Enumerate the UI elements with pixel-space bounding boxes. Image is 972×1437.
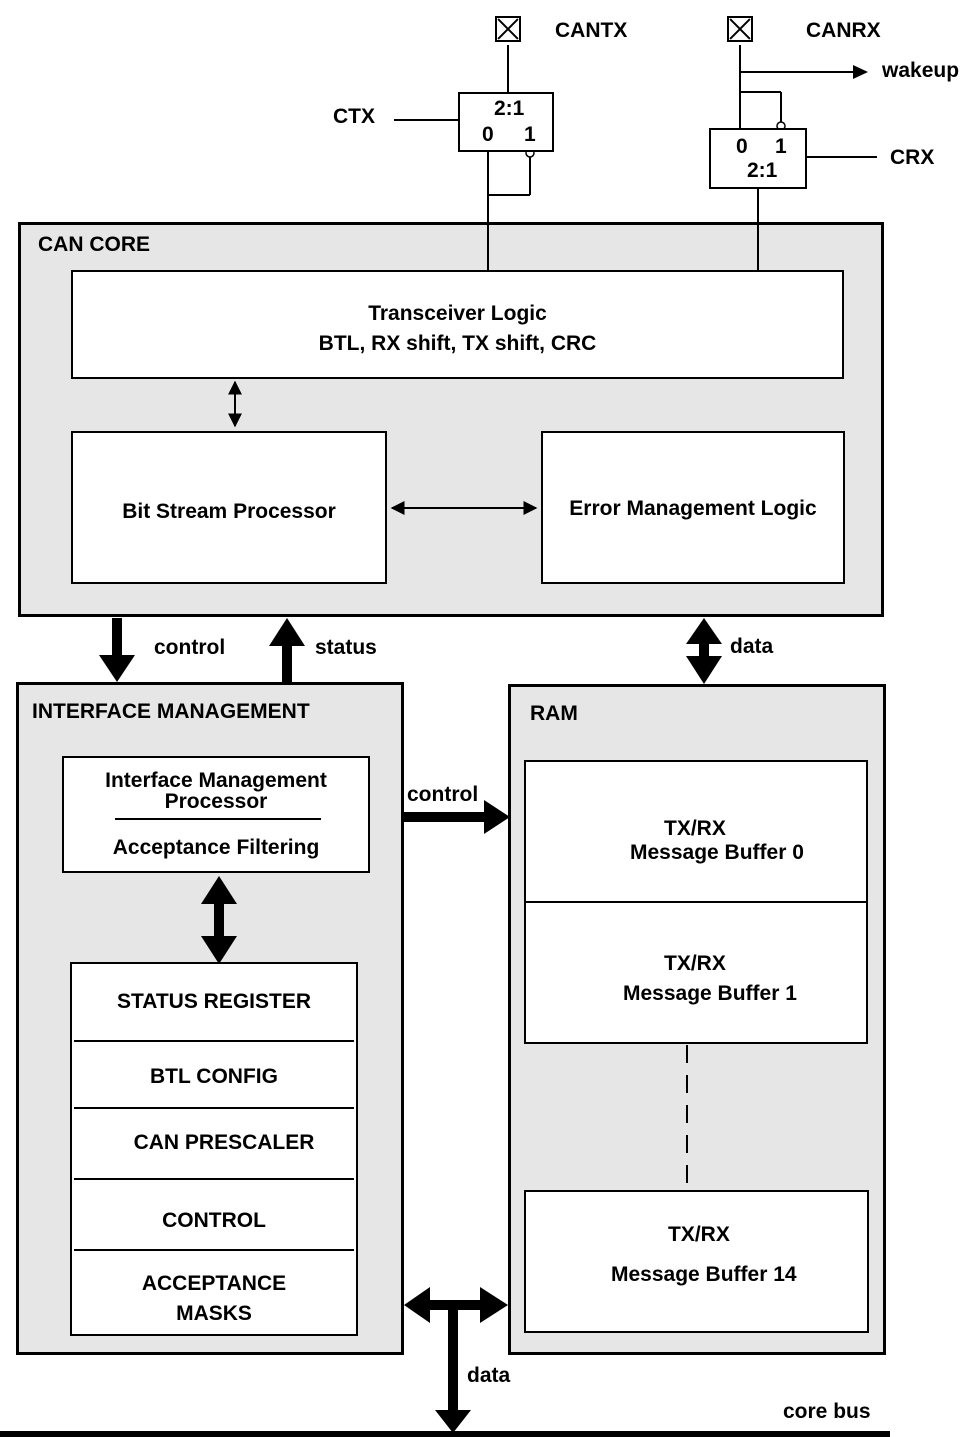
acceptance-masks-label-line1: ACCEPTANCE	[141, 1272, 287, 1295]
buffer-1-line2: Message Buffer 1	[623, 982, 797, 1005]
rx-mux-input-1: 1	[775, 135, 787, 158]
register-divider	[74, 1040, 354, 1042]
core-bus-label: core bus	[783, 1400, 871, 1423]
processor-line2: Processor	[164, 790, 268, 813]
tx-mux-input-0: 0	[482, 123, 494, 146]
bit-stream-processor-label: Bit Stream Processor	[122, 500, 336, 523]
register-divider	[74, 1107, 354, 1109]
interface-processor-box: Interface Management Processor Acceptanc…	[62, 756, 370, 873]
btl-config-label: BTL CONFIG	[150, 1065, 278, 1088]
buffer-14-line2: Message Buffer 14	[611, 1263, 797, 1286]
register-divider	[74, 1178, 354, 1180]
status-up-label: status	[315, 636, 377, 659]
can-core-title: CAN CORE	[38, 233, 151, 256]
rx-mux: 0 1 2:1	[709, 128, 807, 189]
wakeup-label: wakeup	[882, 59, 960, 82]
canrx-label: CANRX	[806, 19, 881, 42]
message-buffer-0: TX/RX Message Buffer 0	[524, 760, 868, 903]
ram-title: RAM	[530, 702, 578, 725]
error-management-label: Error Management Logic	[569, 497, 817, 520]
canrx-pin-icon	[727, 16, 753, 42]
acceptance-filtering-label: Acceptance Filtering	[112, 836, 320, 859]
data-ram-label: data	[730, 635, 774, 658]
control-ram-label: control	[407, 783, 479, 806]
tx-mux: 2:1 0 1	[458, 92, 554, 152]
can-prescaler-label: CAN PRESCALER	[133, 1131, 315, 1154]
data-bus-label: data	[467, 1364, 511, 1387]
tx-mux-input-1: 1	[524, 123, 536, 146]
buffer-14-line1: TX/RX	[668, 1223, 730, 1246]
transceiver-logic-box: Transceiver Logic BTL, RX shift, TX shif…	[71, 270, 844, 379]
message-buffer-1: TX/RX Message Buffer 1	[524, 901, 868, 1044]
rx-mux-ratio: 2:1	[747, 159, 778, 182]
bit-stream-processor-box: Bit Stream Processor	[71, 431, 387, 584]
ctx-label: CTX	[333, 105, 375, 128]
crx-label: CRX	[890, 146, 935, 169]
register-stack: STATUS REGISTER BTL CONFIG CAN PRESCALER…	[70, 962, 358, 1336]
status-register-label: STATUS REGISTER	[116, 990, 312, 1013]
buffer-0-line1: TX/RX	[664, 817, 726, 840]
processor-divider	[115, 818, 321, 820]
register-divider	[74, 1249, 354, 1251]
buffer-0-line2: Message Buffer 0	[630, 841, 804, 864]
transceiver-subtitle: BTL, RX shift, TX shift, CRC	[318, 332, 597, 355]
control-register-label: CONTROL	[162, 1209, 266, 1232]
tx-mux-ratio: 2:1	[494, 97, 525, 120]
transceiver-title: Transceiver Logic	[368, 302, 547, 325]
acceptance-masks-label-line2: MASKS	[176, 1302, 252, 1325]
cantx-pin-icon	[495, 16, 521, 42]
message-buffer-14: TX/RX Message Buffer 14	[524, 1190, 869, 1333]
processor-line1: Interface Management	[105, 769, 327, 792]
cantx-label: CANTX	[555, 19, 628, 42]
interface-management-title: INTERFACE MANAGEMENT	[32, 700, 310, 723]
error-management-box: Error Management Logic	[541, 431, 845, 584]
buffer-1-line1: TX/RX	[664, 952, 726, 975]
control-down-label: control	[154, 636, 226, 659]
rx-mux-input-0: 0	[736, 135, 748, 158]
